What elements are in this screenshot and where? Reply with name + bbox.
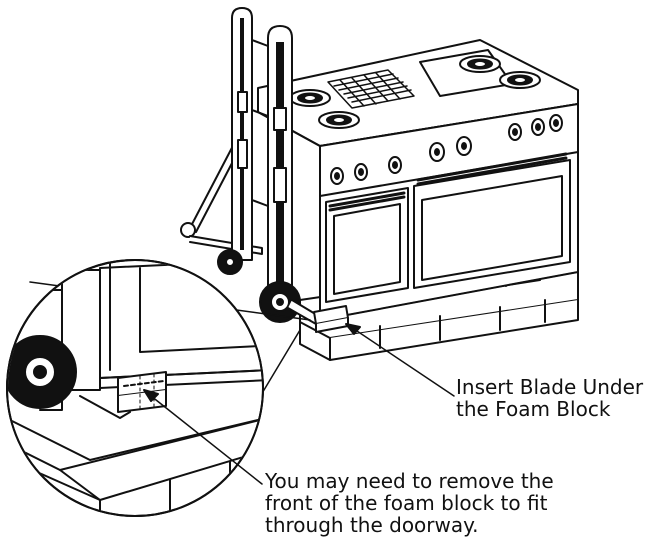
- burner-back-right: [459, 55, 501, 73]
- callout-remove-foam: You may need to remove the front of the …: [265, 470, 554, 536]
- burner-back-left: [289, 89, 331, 107]
- leader-arrow-foam: [143, 389, 263, 485]
- right-oven-handle: [416, 152, 568, 186]
- left-oven-handle: [328, 191, 406, 212]
- control-knobs: [330, 114, 563, 185]
- hand-truck: [180, 7, 323, 325]
- callout-foam-line-1: You may need to remove the: [265, 469, 554, 493]
- callout-insert-blade: Insert Blade Under the Foam Block: [456, 376, 643, 420]
- burner-front-left: [318, 111, 360, 129]
- grill-grate: [327, 69, 415, 109]
- range-cooktop: [257, 39, 579, 147]
- right-oven-door: [413, 152, 571, 289]
- left-oven-door: [325, 187, 409, 303]
- magnified-foam-block: [117, 371, 167, 413]
- detail-magnifier: [6, 259, 311, 517]
- leader-arrow-blade: [345, 323, 455, 397]
- burner-front-right: [499, 71, 541, 89]
- callout-foam-line-2: front of the foam block to fit: [265, 491, 548, 515]
- range-front-panel: [319, 103, 579, 321]
- callout-blade-line-1: Insert Blade Under: [456, 375, 644, 399]
- callout-foam-line-3: through the doorway.: [265, 513, 479, 537]
- foam-block: [313, 305, 349, 333]
- callout-blade-line-2: the Foam Block: [456, 397, 611, 421]
